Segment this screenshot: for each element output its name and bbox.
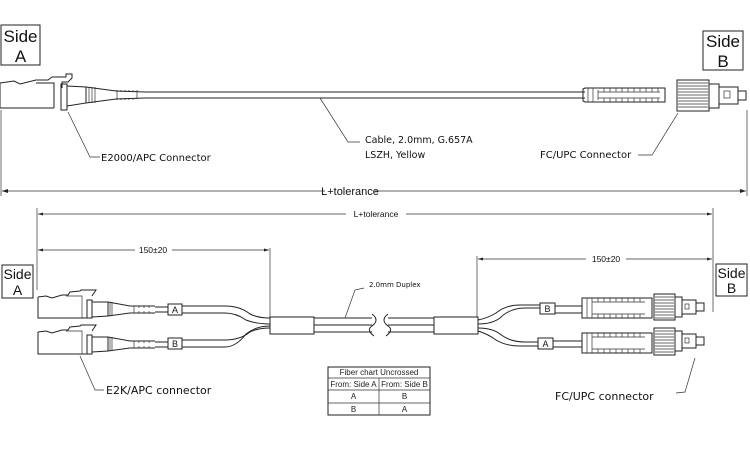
breakout-dimension-b: 150±20: [476, 254, 712, 318]
tag-left-upper-text: A: [172, 305, 178, 315]
fiber-chart-cell: B: [351, 405, 356, 414]
bottom-drawing: L+tolerance 150±20 150±20 Side A Side: [1, 208, 748, 416]
top-length-label: L+tolerance: [321, 186, 379, 198]
side-a-box: Side A: [0, 24, 41, 66]
e2k-connector-upper: [37, 289, 168, 319]
tag-right-lower: A: [537, 337, 554, 350]
bottom-length-label: L+tolerance: [354, 209, 399, 219]
breakout-a-label: 150±20: [139, 245, 168, 255]
fiber-chart-cell: B: [402, 392, 407, 401]
side-b-box-bottom: Side B: [715, 263, 748, 297]
e2k-connector-label: E2K/APC connector: [106, 384, 212, 397]
side-b-bottom-line2: B: [727, 280, 736, 296]
side-b-line2: B: [717, 52, 728, 71]
fc-upc-connector-label: FC/UPC Connector: [540, 150, 632, 161]
side-a-line1: Side: [3, 27, 37, 46]
side-b-box: Side B: [702, 30, 744, 71]
tag-left-lower-text: B: [172, 339, 178, 349]
top-length-dimension: L+tolerance: [0, 110, 748, 198]
e2000-connector-label: E2000/APC Connector: [101, 153, 212, 164]
fc-upc-connector: [582, 79, 747, 112]
splitter-right: [433, 316, 479, 335]
side-b-bottom-line1: Side: [717, 265, 745, 281]
side-a-bottom-line2: A: [13, 282, 23, 298]
top-leaders: [67, 97, 679, 158]
fc-connector-upper: [555, 293, 705, 321]
tag-right-upper: B: [539, 302, 556, 315]
tag-right-lower-text: A: [542, 339, 548, 349]
breakout-b-label: 150±20: [592, 254, 621, 264]
tag-right-upper-text: B: [544, 304, 550, 314]
side-a-bottom-line1: Side: [3, 266, 31, 282]
simplex-cable: [145, 91, 585, 99]
splitter-left: [269, 316, 315, 335]
side-b-line1: Side: [706, 32, 740, 51]
fiber-chart-title: Fiber chart Uncrossed: [340, 368, 419, 377]
fiber-chart-header-b: From: Side B: [381, 380, 428, 389]
fiber-chart-header-a: From: Side A: [330, 380, 377, 389]
tag-left-lower: B: [167, 337, 183, 350]
fiber-chart-cell: A: [351, 392, 357, 401]
fiber-chart-cell: A: [402, 405, 408, 414]
side-a-box-bottom: Side A: [1, 264, 34, 299]
fiber-chart-table: Fiber chart Uncrossed From: Side A From:…: [327, 366, 431, 416]
tag-left-upper: A: [167, 303, 183, 316]
fiber-legs-right: [477, 304, 540, 347]
top-drawing: Side A Side B: [0, 24, 748, 198]
cable-label-line1: Cable, 2.0mm, G.657A: [365, 135, 473, 146]
fiber-legs-left: [182, 305, 271, 348]
cable-label-line2: LSZH, Yellow: [365, 150, 425, 161]
duplex-cable: [314, 313, 434, 337]
fc-upc-connector-bottom-label: FC/UPC connector: [555, 390, 654, 403]
bottom-length-dimension: L+tolerance: [36, 208, 714, 312]
bottom-leaders: [79, 287, 696, 394]
duplex-cable-label: 2.0mm Duplex: [369, 281, 421, 289]
e2k-connector-lower: [37, 324, 168, 355]
side-a-line2: A: [15, 47, 27, 66]
fc-connector-lower: [553, 327, 705, 356]
e2000-connector: [0, 73, 146, 111]
breakout-dimension-a: 150±20: [38, 245, 271, 318]
